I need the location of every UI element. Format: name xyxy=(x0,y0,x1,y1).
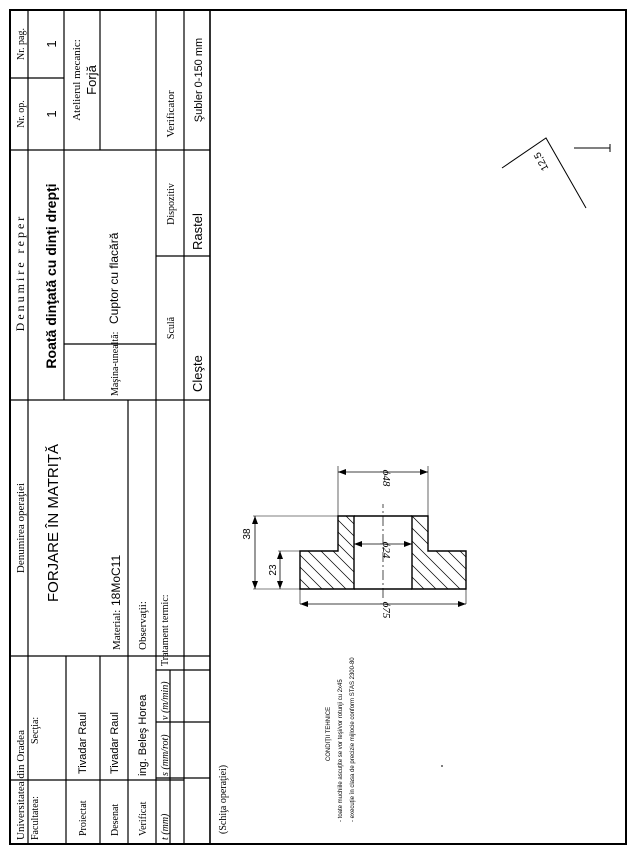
part-header: D e n u m i r e r e p e r xyxy=(13,217,27,332)
op-number-header: Nr. op. xyxy=(16,100,27,128)
sketch-label: (Schiţa operaţiei) xyxy=(218,765,229,834)
role-name-designed: Tivadar Raul xyxy=(77,712,89,774)
dim-height-38: 38 xyxy=(242,528,253,540)
conditions-title: CONDIŢII TEHNICE xyxy=(326,707,332,761)
role-label-drawn: Desenat xyxy=(110,804,121,836)
machine-value: Cuptor cu flacără xyxy=(107,232,121,324)
section-label: Secţia: xyxy=(30,717,41,744)
verifier-header: Verificator xyxy=(165,90,177,137)
hatched-section-right xyxy=(411,515,467,590)
tool-value: Cleşte xyxy=(190,355,205,392)
part-name: Roată dinţată cu dinţi drepţi xyxy=(43,183,59,368)
roughness-symbol xyxy=(501,137,611,209)
gear-drawing: ϕ75 ϕ24 ϕ48 23 38 xyxy=(242,466,467,619)
tool-header: Sculă xyxy=(166,316,177,339)
role-name-drawn: Tivadar Raul xyxy=(109,712,121,774)
page-number-header: Nr. pag. xyxy=(16,28,27,60)
header-grid xyxy=(10,10,211,844)
verifier-value: Şubler 0-150 mm xyxy=(193,38,205,122)
material-value: 18MoC11 xyxy=(109,555,123,606)
operation-name: FORJARE ÎN MATRIŢĂ xyxy=(45,444,62,602)
page-number-value: 1 xyxy=(44,40,59,47)
device-value: Rastel xyxy=(190,213,205,250)
sheet-border xyxy=(9,9,627,845)
machine-label: Maşina-unealtă: xyxy=(110,332,121,396)
dim-diameter-75: ϕ75 xyxy=(380,602,392,619)
device-header: Dispozitiv xyxy=(166,183,177,225)
conditions-line-2: - execuţie în clasa de precizie mijlocie… xyxy=(350,657,356,822)
operation-header: Denumirea operaţiei xyxy=(15,483,27,573)
regime-s-label: s (mm/rot) xyxy=(160,734,171,776)
hatched-section-left xyxy=(299,515,355,590)
role-label-checked: Verificat xyxy=(138,801,149,836)
rotated-sheet: Universitatea din Oradea Facultatea: Sec… xyxy=(9,9,627,845)
op-number-value: 1 xyxy=(44,110,59,117)
observations-label: Observaţii: xyxy=(137,601,149,650)
role-name-checked: ing. Beleş Horea xyxy=(137,694,149,776)
dim-diameter-48: ϕ48 xyxy=(380,470,392,487)
regime-t-label: t (mm) xyxy=(160,813,171,840)
stray-mark xyxy=(441,765,443,767)
regime-v-label: v (m/min) xyxy=(160,681,171,720)
conditions-line-1: - toate muchiile ascuţite se vor teşi/vo… xyxy=(338,679,344,822)
dim-diameter-24: ϕ24 xyxy=(380,542,392,559)
roughness-value: 12,5 xyxy=(532,150,551,173)
role-label-designed: Proiectat xyxy=(78,800,89,836)
material-label: Material: xyxy=(111,610,123,650)
treatment-label: Tratament termic: xyxy=(160,594,171,666)
university-name: Universitatea din Oradea xyxy=(15,730,27,840)
workshop-label: Atelierul mecanic: xyxy=(71,39,83,121)
workshop-value: Forjă xyxy=(84,64,99,94)
faculty-label: Facultatea: xyxy=(30,796,41,840)
dim-height-23: 23 xyxy=(268,564,279,576)
